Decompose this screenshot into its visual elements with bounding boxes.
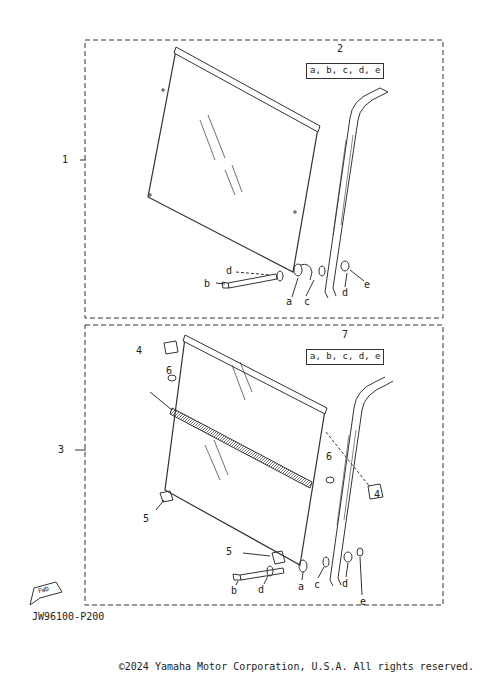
callout-letter: b: [204, 279, 210, 289]
copyright-note: ©2024 Yamaha Motor Corporation, U.S.A. A…: [119, 662, 474, 672]
kit-contents-box: a, b, c, d, e: [306, 349, 384, 365]
callout-number: 5: [226, 547, 232, 557]
callout-letter: d: [342, 288, 348, 298]
callout-letter: b: [231, 586, 237, 596]
callout-number: 2: [337, 44, 343, 54]
callout-number: 6: [326, 452, 332, 462]
callout-number: 6: [166, 366, 172, 376]
figure-code: JW96100-P200: [32, 612, 104, 622]
callout-letter: d: [258, 585, 264, 595]
kit-letters: a, b, c, d, e: [310, 66, 380, 76]
group-frame: [85, 40, 443, 318]
callout-letter: e: [364, 280, 370, 290]
callout-letter: c: [304, 297, 310, 307]
callout-number: 5: [143, 514, 149, 524]
kit-letters: a, b, c, d, e: [310, 352, 380, 362]
callout-letter: c: [314, 580, 320, 590]
callout-letter: a: [298, 582, 304, 592]
callout-letter: e: [360, 597, 366, 607]
callout-number: 1: [62, 155, 68, 165]
callout-number: 4: [136, 346, 142, 356]
kit-contents-box: a, b, c, d, e: [306, 63, 384, 79]
callout-number: 3: [58, 445, 64, 455]
callout-letter: a: [286, 297, 292, 307]
callout-letter: d: [226, 266, 232, 276]
callout-number: 4: [374, 490, 380, 500]
group-frame: [85, 325, 443, 605]
callout-number: 7: [342, 330, 348, 340]
callout-letter: d: [342, 579, 348, 589]
